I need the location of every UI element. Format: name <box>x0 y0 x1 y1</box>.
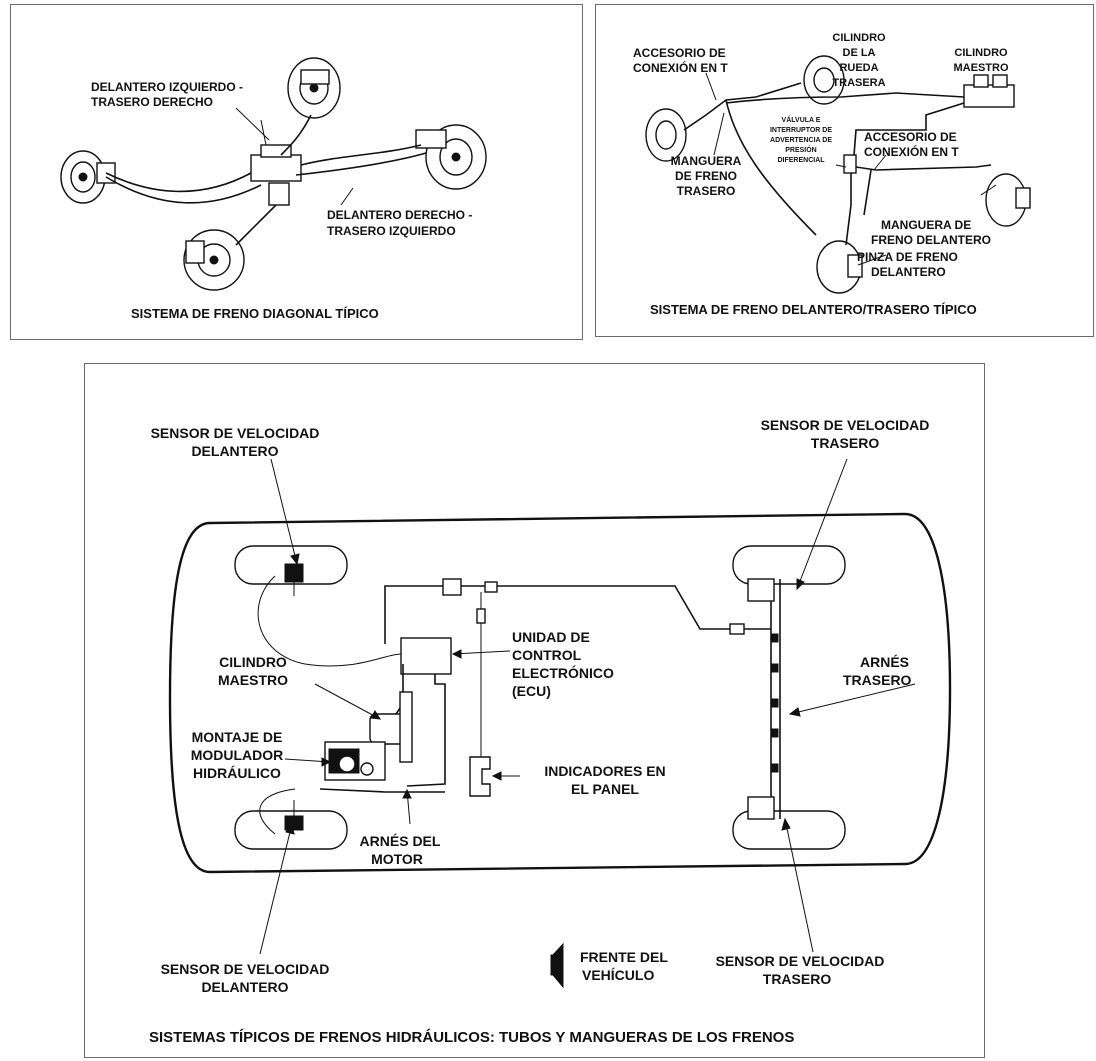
front-rear-brake-panel: ACCESORIO DE CONEXIÓN EN T CILINDRO DE L… <box>595 4 1094 337</box>
right-front-disc-icon <box>416 125 486 189</box>
fr-rearhose-2: DE FRENO <box>675 169 737 183</box>
leader-arrows <box>260 459 915 954</box>
fr-wheelcyl-1: CILINDRO <box>832 32 886 44</box>
fr-wheelcyl-3: RUEDA <box>839 62 878 74</box>
fr-tee-1: ACCESORIO DE <box>633 46 726 60</box>
fr-master-2: MAESTRO <box>954 62 1009 74</box>
abs-front-vehicle-2: VEHÍCULO <box>582 967 654 983</box>
fr-wheelcyl-2: DE LA <box>843 47 876 59</box>
abs-brake-drawing: SENSOR DE VELOCIDAD DELANTERO SENSOR DE … <box>85 364 984 1057</box>
front-rear-caption: SISTEMA DE FRENO DELANTERO/TRASERO TÍPIC… <box>650 302 977 317</box>
abs-rear-harness-2: TRASERO <box>843 672 912 688</box>
wiring-harness <box>258 576 771 834</box>
fr-valve-3: ADVERTENCIA DE <box>770 137 832 144</box>
abs-rear-harness-1: ARNÉS <box>860 654 909 670</box>
rear-drum-top-icon <box>288 58 340 118</box>
fr-fronthose-2: FRENO DELANTERO <box>871 233 991 247</box>
ecu-icon <box>401 638 451 674</box>
abs-modulator-3: HIDRÁULICO <box>193 765 281 781</box>
abs-rs-bottom-1: SENSOR DE VELOCIDAD <box>716 953 885 969</box>
abs-modulator-2: MODULADOR <box>191 747 284 763</box>
fr-fronthose-1: MANGUERA DE <box>881 218 971 232</box>
fr-tee2-2: CONEXIÓN EN T <box>864 144 959 159</box>
fr-valve-5: DIFERENCIAL <box>777 157 825 164</box>
abs-rs-top-1: SENSOR DE VELOCIDAD <box>761 417 930 433</box>
abs-master-2: MAESTRO <box>218 672 288 688</box>
leader-rf-lr <box>341 188 353 205</box>
abs-indicators-1: INDICADORES EN <box>544 763 665 779</box>
abs-fs-top-1: SENSOR DE VELOCIDAD <box>151 425 320 441</box>
master-cylinder-icon <box>964 75 1014 107</box>
fr-valve-4: PRESIÓN <box>785 145 817 154</box>
abs-master-1: CILINDRO <box>219 654 287 670</box>
master-cylinder-icon <box>251 145 301 205</box>
indicator-panel-icon <box>470 757 490 796</box>
abs-ecu-1: UNIDAD DE <box>512 629 590 645</box>
rear-left-wheel-icon <box>733 546 845 584</box>
fr-caliper-1: PINZA DE FRENO <box>857 250 958 264</box>
fr-tee-2: CONEXIÓN EN T <box>633 60 728 75</box>
leader-lf-rr <box>236 108 269 140</box>
abs-ecu-4: (ECU) <box>512 683 551 699</box>
label-rf-lr-1: DELANTERO DERECHO - <box>327 208 472 222</box>
front-right-disc-icon <box>986 174 1030 226</box>
front-rear-brake-drawing: ACCESORIO DE CONEXIÓN EN T CILINDRO DE L… <box>596 5 1093 336</box>
abs-rs-bottom-2: TRASERO <box>763 971 832 987</box>
abs-rs-top-2: TRASERO <box>811 435 880 451</box>
fr-valve-1: VÁLVULA E <box>782 115 821 124</box>
fr-valve-2: INTERRUPTOR DE <box>770 127 832 134</box>
diagonal-caption: SISTEMA DE FRENO DIAGONAL TÍPICO <box>131 306 379 321</box>
abs-fs-top-2: DELANTERO <box>191 443 278 459</box>
fr-master-1: CILINDRO <box>954 47 1008 59</box>
abs-indicators-2: EL PANEL <box>571 781 639 797</box>
rear-harness-lines <box>748 579 780 819</box>
front-left-wheel-icon <box>235 546 347 596</box>
abs-modulator-1: MONTAJE DE <box>192 729 283 745</box>
fr-rearhose-3: TRASERO <box>677 184 736 198</box>
abs-ecu-3: ELECTRÓNICO <box>512 664 614 681</box>
fr-rearhose-1: MANGUERA <box>671 154 742 168</box>
abs-engine-harness-1: ARNÉS DEL <box>360 833 441 849</box>
pressure-valve-icon <box>844 155 856 173</box>
abs-brake-panel: SENSOR DE VELOCIDAD DELANTERO SENSOR DE … <box>84 363 985 1058</box>
abs-engine-harness-2: MOTOR <box>371 851 423 867</box>
fr-wheelcyl-4: TRASERA <box>832 77 885 89</box>
rear-disc-bottom-icon <box>184 230 244 290</box>
diagonal-brake-panel: DELANTERO IZQUIERDO - TRASERO DERECHO DE… <box>10 4 583 340</box>
fr-caliper-2: DELANTERO <box>871 265 946 279</box>
label-rf-lr-2: TRASERO IZQUIERDO <box>327 224 456 238</box>
abs-front-vehicle-1: FRENTE DEL <box>580 949 668 965</box>
abs-caption: SISTEMAS TÍPICOS DE FRENOS HIDRÁULICOS: … <box>149 1029 794 1046</box>
abs-ecu-2: CONTROL <box>512 647 582 663</box>
label-lf-rr-2: TRASERO DERECHO <box>91 95 213 109</box>
leader-rear-hose <box>714 113 724 155</box>
leader-tee-1 <box>706 73 716 100</box>
fr-tee2-1: ACCESORIO DE <box>864 130 957 144</box>
abs-fs-bottom-2: DELANTERO <box>201 979 288 995</box>
front-left-disc-icon <box>817 241 862 293</box>
diagonal-brake-drawing: DELANTERO IZQUIERDO - TRASERO DERECHO DE… <box>11 5 582 339</box>
label-lf-rr-1: DELANTERO IZQUIERDO - <box>91 80 243 94</box>
abs-fs-bottom-1: SENSOR DE VELOCIDAD <box>161 961 330 977</box>
